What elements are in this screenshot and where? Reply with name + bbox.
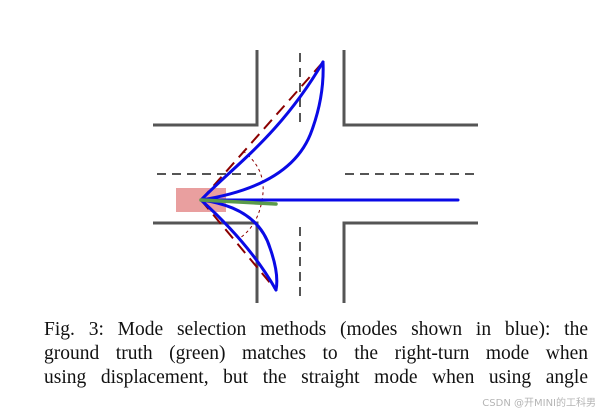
road-corner-bottom-right <box>342 221 478 303</box>
caption-line-2: ground truth (green) matches to the righ… <box>44 343 588 364</box>
displacement-to-right-turn <box>200 199 277 291</box>
mode-left-turn <box>199 60 325 202</box>
road-boundaries <box>153 50 478 303</box>
displacement-to-left-turn <box>200 61 324 201</box>
ground-truth-trajectory <box>199 198 278 206</box>
road-corner-bottom-left <box>153 221 259 303</box>
caption-line-1: Fig. 3: Mode selection methods (modes sh… <box>44 319 588 340</box>
figure-caption: Fig. 3: Mode selection methods (modes sh… <box>44 318 588 390</box>
mode-right-turn <box>199 198 279 292</box>
mode-left-turn-alt <box>199 60 325 202</box>
prediction-modes <box>199 60 460 292</box>
road-corner-top-right <box>342 50 478 127</box>
caption-line-3: using displacement, but the straight mod… <box>44 367 588 388</box>
road-corner-top-left <box>153 50 259 127</box>
displacement-lines <box>200 61 324 291</box>
watermark: CSDN @开MINI的工科男 <box>482 398 596 409</box>
lane-markings <box>157 53 478 300</box>
angle-arc <box>239 150 264 239</box>
mode-right-turn-alt <box>199 198 278 292</box>
